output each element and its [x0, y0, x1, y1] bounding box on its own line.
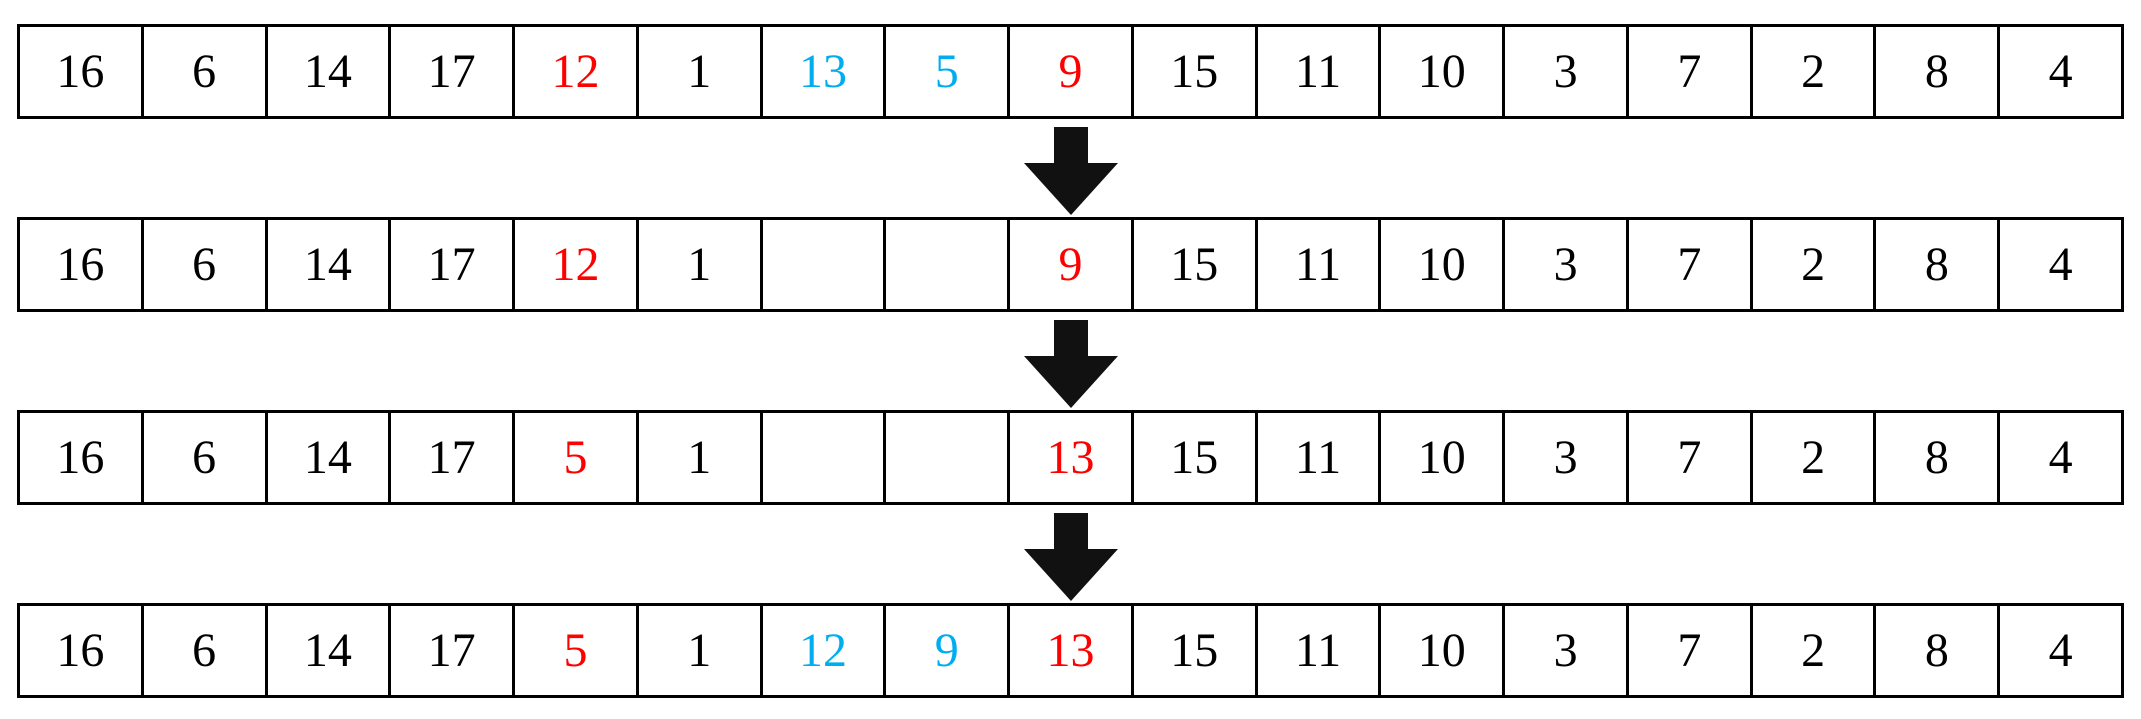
- array-cell: 6: [144, 413, 268, 502]
- array-cell: 5: [515, 606, 639, 695]
- down-arrow-stem: [1054, 320, 1088, 356]
- array-cell: 13: [1010, 606, 1134, 695]
- array-cell: 8: [1876, 27, 2001, 116]
- array-cell: 4: [2048, 237, 2073, 291]
- array-cell: 4: [2048, 623, 2073, 677]
- array-cell: 17: [391, 27, 516, 116]
- array-cell: 14: [268, 220, 392, 309]
- array-cell: 7: [1629, 606, 1753, 695]
- array-cell: 7: [1629, 220, 1753, 309]
- array-cell: 13: [763, 27, 887, 116]
- array-cell: 4: [2048, 44, 2073, 98]
- array-cell: 3: [1505, 606, 1629, 695]
- array-cell: 6: [144, 606, 268, 695]
- down-arrow-stem: [1054, 513, 1088, 549]
- down-arrow-stem: [1054, 127, 1088, 163]
- array-cell: 3: [1505, 413, 1629, 502]
- array-cell: 13: [1010, 413, 1134, 502]
- array-cell: 16: [20, 606, 144, 695]
- array-cell: 5: [886, 27, 1011, 116]
- array-cell: 9: [1010, 220, 1134, 309]
- array-cell: 2: [1753, 220, 1877, 309]
- array-cell: 12: [763, 606, 887, 695]
- arrow-gap-3: [0, 505, 2141, 603]
- arrow-gap-1: [0, 119, 2141, 217]
- array-cell: 7: [1629, 413, 1753, 502]
- array-cell: 5: [515, 413, 639, 502]
- array-cell: 14: [268, 413, 392, 502]
- array-cell: 10: [1381, 220, 1506, 309]
- array-cell: 6: [144, 220, 268, 309]
- array-cell: 4: [2048, 430, 2073, 484]
- array-cell: 9: [1010, 27, 1134, 116]
- array-cell: [886, 220, 1011, 309]
- down-arrow-icon: [1024, 513, 1118, 601]
- array-cell: 17: [391, 413, 516, 502]
- array-cell: 15: [1134, 220, 1258, 309]
- array-cell: 14: [268, 27, 392, 116]
- down-arrow-icon: [1024, 127, 1118, 215]
- arrow-gap-2: [0, 312, 2141, 410]
- array-cell: 7: [1629, 27, 1753, 116]
- array-cell: 8: [1876, 606, 2001, 695]
- array-cell: 6: [144, 27, 268, 116]
- array-cell: 8: [1876, 220, 2001, 309]
- array-cell: 12: [515, 220, 639, 309]
- array-cell: 1: [639, 413, 763, 502]
- down-arrow-head: [1024, 549, 1118, 601]
- down-arrow-icon: [1024, 320, 1118, 408]
- array-cell: 1: [639, 220, 763, 309]
- array-cell: 17: [391, 606, 516, 695]
- array-cell: 9: [886, 606, 1011, 695]
- array-cell: 16: [20, 220, 144, 309]
- array-cell: 10: [1381, 606, 1506, 695]
- array-cell: 11: [1258, 27, 1382, 116]
- array-cell: [886, 413, 1011, 502]
- array-cell: 15: [1134, 413, 1258, 502]
- array-cell: 11: [1258, 413, 1382, 502]
- array-cell: 15: [1134, 606, 1258, 695]
- array-cell: 12: [515, 27, 639, 116]
- array-cell: 1: [639, 606, 763, 695]
- array-cell: [763, 220, 887, 309]
- array-cell: 11: [1258, 606, 1382, 695]
- array-cell: 16: [20, 413, 144, 502]
- array-cell: 3: [1505, 27, 1629, 116]
- array-cell: 8: [1876, 413, 2001, 502]
- array-cell: 14: [268, 606, 392, 695]
- array-cell: [763, 413, 887, 502]
- array-cell: 10: [1381, 27, 1506, 116]
- array-cell: 3: [1505, 220, 1629, 309]
- array-cell: 2: [1753, 413, 1877, 502]
- array-cell: 10: [1381, 413, 1506, 502]
- array-cell: 17: [391, 220, 516, 309]
- array-cell: 11: [1258, 220, 1382, 309]
- array-cell: 16: [20, 27, 144, 116]
- down-arrow-head: [1024, 163, 1118, 215]
- array-cell: 2: [1753, 27, 1877, 116]
- array-cell: 2: [1753, 606, 1877, 695]
- array-cell: 15: [1134, 27, 1258, 116]
- down-arrow-head: [1024, 356, 1118, 408]
- array-cell: 1: [639, 27, 763, 116]
